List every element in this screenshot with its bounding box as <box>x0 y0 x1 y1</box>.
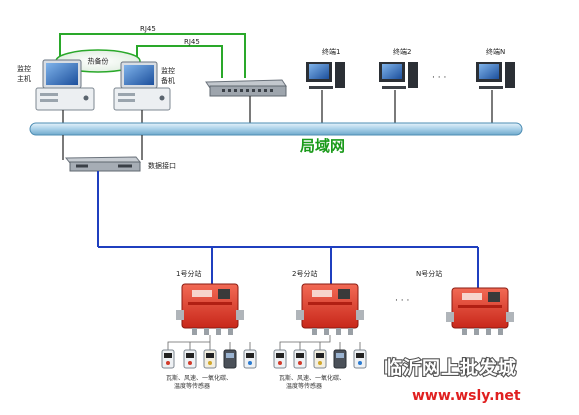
monitor-host-label-2: 主机 <box>17 74 31 83</box>
monitor-host-label-1: 监控 <box>17 64 31 73</box>
substation-n-device <box>446 287 514 335</box>
sensor-group-2 <box>273 349 367 369</box>
lan-to-interface-lines <box>62 135 143 160</box>
terminal-n-label: 终端N <box>486 47 505 56</box>
sensor-group-1 <box>161 349 257 369</box>
watermark-title: 临沂网上批发城 <box>384 357 517 379</box>
sensor-icon <box>183 349 197 369</box>
sensor-icon <box>161 349 175 369</box>
lan-label: 局域网 <box>299 137 345 155</box>
hot-standby-label: 热备份 <box>88 57 109 66</box>
terminal-2-computer <box>379 62 418 89</box>
sensor-icon <box>333 349 347 369</box>
watermark-url: www.wsly.net <box>412 388 521 404</box>
terminal-n-computer <box>476 62 515 89</box>
lan-bus-bar <box>29 122 523 136</box>
field-bus-lines <box>97 171 479 292</box>
terminal-1-computer <box>306 62 345 89</box>
substation-1-device <box>176 283 244 335</box>
rj45-label-top: RJ45 <box>140 25 156 33</box>
rj45-link-host <box>59 33 246 78</box>
substation-n-label: N号分站 <box>416 269 442 278</box>
monitor-backup-label-2: 备机 <box>161 76 175 85</box>
site-watermark: 临沂网上批发城 www.wsly.net <box>383 356 522 405</box>
sensor-icon <box>293 349 307 369</box>
sensor-icon <box>353 349 367 369</box>
sensor-icon <box>243 349 257 369</box>
monitor-backup-label-1: 监控 <box>161 66 175 75</box>
substation-2-label: 2号分站 <box>292 269 317 278</box>
network-switch <box>205 79 287 97</box>
rj45-label-mid: RJ45 <box>184 38 200 46</box>
substation-1-label: 1号分站 <box>176 269 201 278</box>
sensor-caption-2-line-1: 瓦斯、风速、一氧化碳、 <box>279 374 345 382</box>
terminal-1-label: 终端1 <box>322 47 340 56</box>
substation-2-device <box>296 283 364 335</box>
monitor-host-computer <box>35 59 95 111</box>
sensor-icon <box>313 349 327 369</box>
sensor-icon <box>203 349 217 369</box>
sensor-icon <box>273 349 287 369</box>
sensor-links <box>167 335 361 350</box>
sensor-icon <box>223 349 237 369</box>
sensor-caption-1-line-2: 温度等传感器 <box>174 382 210 390</box>
terminal-2-label: 终端2 <box>393 47 411 56</box>
lan-drop-lines <box>62 90 493 123</box>
data-interface-device <box>64 156 142 172</box>
sensor-caption-1-line-1: 瓦斯、风速、一氧化碳、 <box>166 374 232 382</box>
substation-ellipsis: · · · <box>395 296 409 306</box>
data-interface-label: 数据接口 <box>148 161 176 170</box>
sensor-caption-2-line-2: 温度等传感器 <box>286 382 322 390</box>
terminal-ellipsis: · · · <box>432 73 446 83</box>
